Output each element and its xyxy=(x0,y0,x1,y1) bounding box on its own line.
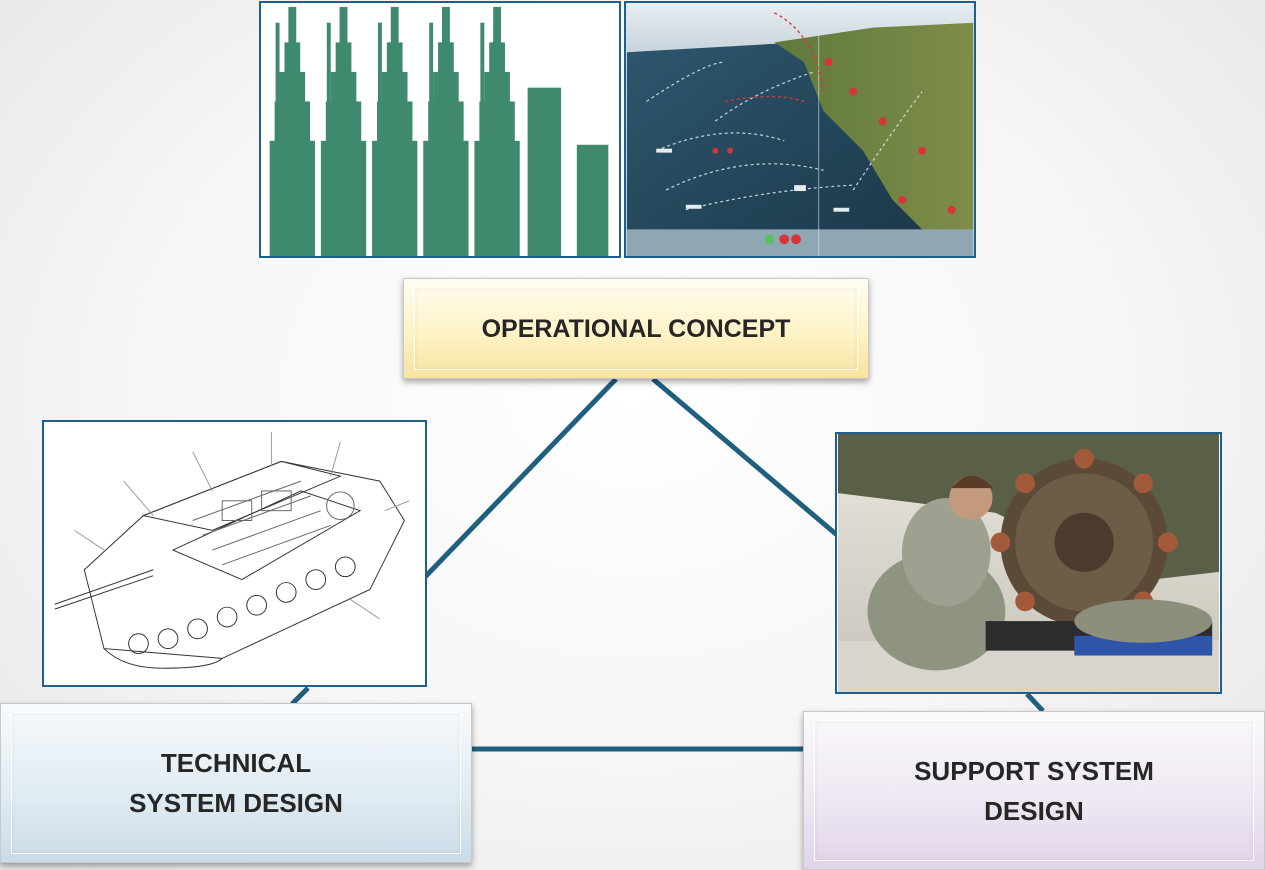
bar-spike xyxy=(326,22,331,256)
bar-spike xyxy=(429,22,434,256)
connector-operational-technical-lower xyxy=(290,686,310,706)
support-label-line1: SUPPORT SYSTEM xyxy=(914,755,1154,786)
connector-support-lower xyxy=(1025,692,1045,713)
soldiers-maintenance-photo-icon xyxy=(837,434,1220,692)
operational-concept-label: OPERATIONAL CONCEPT xyxy=(481,314,791,343)
battle-map-image xyxy=(624,1,976,258)
bar-step xyxy=(441,6,450,256)
bar-spike xyxy=(377,22,382,256)
tank-drawing-image xyxy=(42,420,427,687)
technical-system-design-box: TECHNICAL SYSTEM DESIGN xyxy=(0,703,472,863)
connector-operational-support xyxy=(651,377,839,537)
bar-block xyxy=(527,87,562,256)
operational-concept-box: OPERATIONAL CONCEPT xyxy=(403,278,869,379)
support-system-design-box: SUPPORT SYSTEM DESIGN xyxy=(803,711,1265,870)
support-system-design-label: SUPPORT SYSTEM DESIGN xyxy=(914,751,1154,831)
bar-step xyxy=(493,6,502,256)
connector-operational-technical xyxy=(423,377,618,579)
bar-spike xyxy=(275,22,280,256)
bar-block xyxy=(576,144,609,256)
support-label-line2: DESIGN xyxy=(984,795,1084,826)
bar-pattern-image xyxy=(259,1,621,258)
technical-label-line2: SYSTEM DESIGN xyxy=(129,788,343,818)
bar-step xyxy=(339,6,348,256)
coastal-battle-map-illustration-icon xyxy=(626,3,974,256)
technical-system-design-label: TECHNICAL SYSTEM DESIGN xyxy=(129,743,343,823)
maintenance-photo-image xyxy=(835,432,1222,694)
tank-technical-drawing-icon xyxy=(44,422,425,685)
bar-spike xyxy=(480,22,485,256)
bar-step xyxy=(288,6,297,256)
technical-label-line1: TECHNICAL xyxy=(160,748,312,778)
bar-step xyxy=(390,6,399,256)
stepped-bars-illustration-icon xyxy=(261,3,619,256)
